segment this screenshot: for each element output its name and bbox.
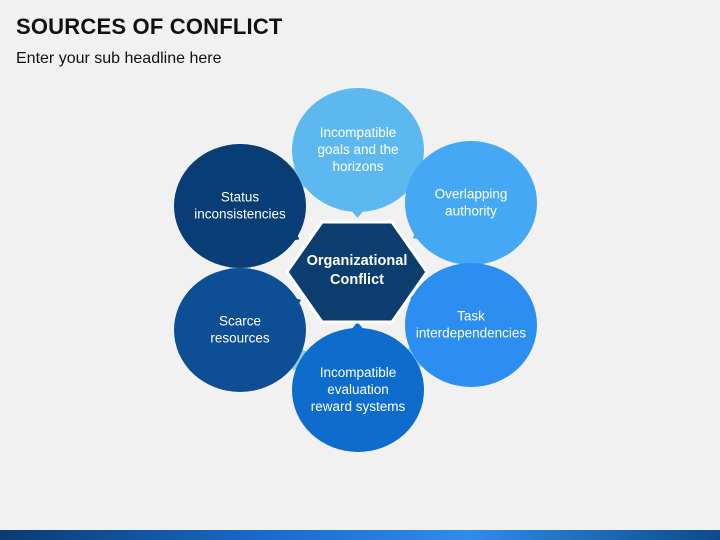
source-node: Overlapping authority: [405, 141, 537, 265]
node-circle: [405, 263, 537, 387]
node-circle: [174, 144, 306, 268]
node-label-line: Scarce: [219, 314, 261, 329]
page-title: SOURCES OF CONFLICT: [16, 14, 283, 39]
center-hexagon: [285, 220, 429, 324]
node-label-line: interdependencies: [416, 326, 527, 341]
node-circle: [405, 141, 537, 265]
source-node: Task interdependencies: [405, 263, 537, 387]
center-label-line-2: Conflict: [330, 272, 384, 288]
node-label-line: Incompatible: [320, 365, 397, 380]
node-label-line: Incompatible: [320, 125, 397, 140]
node-label-line: inconsistencies: [194, 207, 286, 222]
node-circle: [292, 328, 424, 452]
page-subtitle: Enter your sub headline here: [16, 50, 222, 67]
footer-accent-bar: [0, 530, 720, 540]
center-label-line-1: Organizational: [307, 253, 408, 269]
node-label-line: evaluation: [327, 382, 389, 397]
node-label-line: reward systems: [311, 399, 406, 414]
node-label-line: Status: [221, 190, 260, 205]
node-label-line: authority: [445, 204, 497, 219]
center-hexagon-group: Organizational Conflict: [285, 220, 429, 324]
node-label-line: Overlapping: [435, 187, 508, 202]
source-node: Status inconsistencies: [174, 144, 306, 268]
node-circle: [292, 88, 424, 212]
node-label-line: resources: [210, 331, 270, 346]
node-label-line: horizons: [332, 159, 383, 174]
source-node: Incompatible evaluation reward systems: [292, 322, 424, 452]
source-node: Scarce resources: [174, 268, 306, 392]
node-circle: [174, 268, 306, 392]
node-label-line: Task: [457, 309, 485, 324]
source-node: Incompatible goals and the horizons: [292, 88, 424, 218]
node-label-line: goals and the: [317, 142, 398, 157]
